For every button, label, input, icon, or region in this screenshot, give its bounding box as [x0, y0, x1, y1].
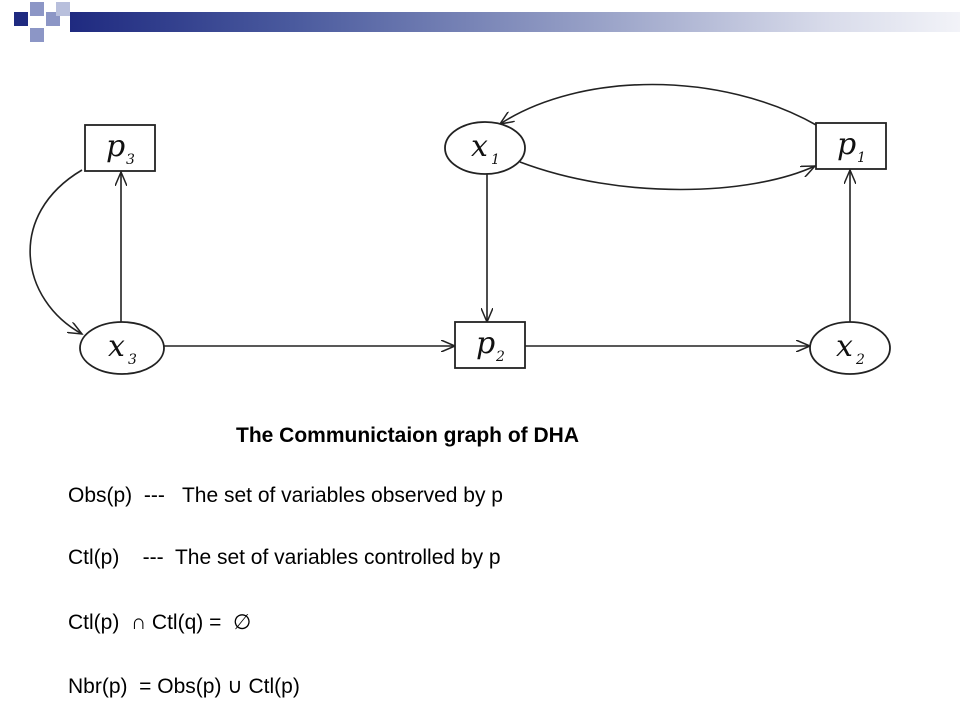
- ctl-definition: Ctl(p) --- The set of variables controll…: [68, 546, 501, 569]
- graph-edges: [29, 83, 850, 347]
- header-square-light: [30, 2, 44, 16]
- node-p1-subscript: 1: [857, 150, 866, 166]
- nbr-definition: Nbr(p) = Obs(p) ∪ Ctl(p): [68, 675, 300, 698]
- node-p3-subscript: 3: [126, 152, 135, 168]
- node-x1-shape: [444, 121, 526, 175]
- edge-x1-to-p1: [519, 161, 815, 191]
- node-x2-subscript: 2: [855, 352, 865, 368]
- node-x3-shape: [79, 321, 165, 375]
- node-p3-shape: [84, 124, 156, 172]
- header-gradient-bar: [70, 12, 960, 32]
- ctl-disjoint-statement: Ctl(p) ∩ Ctl(q) = ∅: [68, 611, 252, 634]
- node-p2-subscript: 2: [495, 349, 505, 365]
- edge-p3-to-x3: [29, 169, 82, 334]
- node-x2-label: x: [836, 329, 853, 364]
- node-p2-shape: [454, 321, 526, 369]
- node-x3-subscript: 3: [128, 352, 137, 368]
- node-p3-label: p: [106, 129, 125, 164]
- obs-definition: Obs(p) --- The set of variables observed…: [68, 484, 503, 507]
- diagram-caption: The Communictaion graph of DHA: [236, 424, 579, 447]
- node-x1-subscript: 1: [491, 152, 500, 168]
- node-p1-label: p: [837, 127, 856, 162]
- header-square-pale: [56, 2, 70, 16]
- node-p2-label: p: [476, 326, 495, 361]
- node-x1-label: x: [471, 129, 488, 164]
- node-p1-shape: [815, 122, 887, 170]
- slide-header-decoration: [0, 0, 960, 48]
- node-x3-label: x: [108, 329, 125, 364]
- header-square-dark: [14, 12, 28, 26]
- header-square-light: [30, 28, 44, 42]
- edge-p1-to-x1: [500, 83, 819, 127]
- node-x2-shape: [809, 321, 891, 375]
